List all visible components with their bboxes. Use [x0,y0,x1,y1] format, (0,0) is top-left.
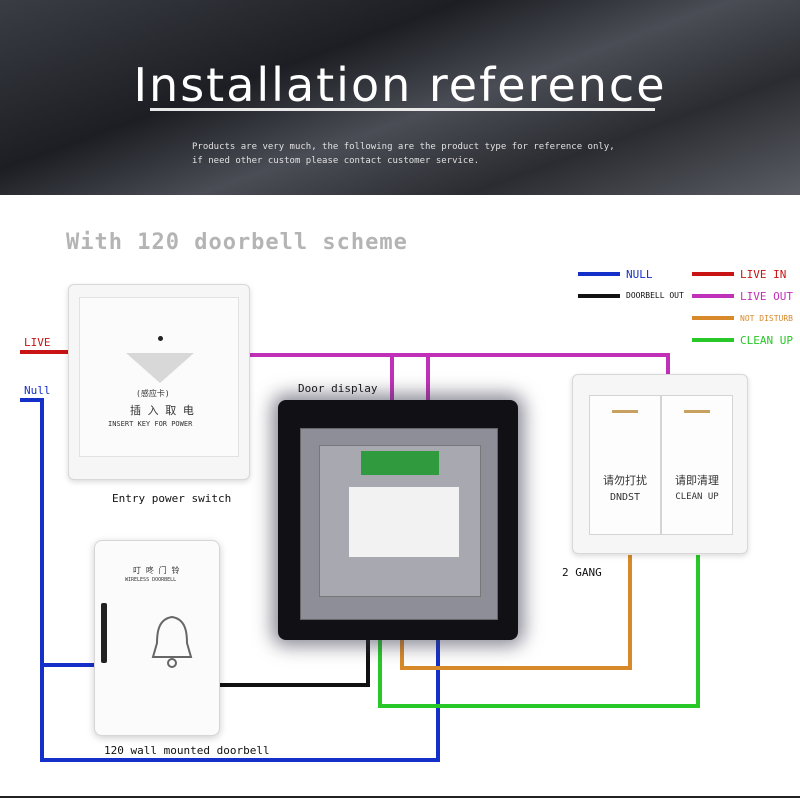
dnd-cn-label: 请勿打扰 [603,474,647,487]
two-gang-label: 2 GANG [562,566,602,579]
wire-null [20,398,440,762]
power-switch-face: (感应卡) 插 入 取 电 INSERT KEY FOR POWER [79,297,239,457]
clean-en-label: CLEAN UP [675,492,719,502]
door-display [300,428,498,620]
legend-null: NULL [626,268,653,281]
legend-live-in: LIVE IN [740,268,787,281]
wall-doorbell: 叮 咚 门 铃 WIRELESS DOORBELL [94,540,220,736]
entry-power-switch: (感应卡) 插 入 取 电 INSERT KEY FOR POWER [68,284,250,480]
title-underline [150,108,655,111]
doorbell-label: 120 wall mounted doorbell [104,744,270,757]
null-input-label: Null [24,384,51,397]
two-gang-switch: 请勿打扰 DNDST 请即清理 CLEAN UP [572,374,748,554]
live-input-label: LIVE [24,336,51,349]
card-arrow-icon [126,353,194,383]
dnd-en-label: DNDST [609,492,641,503]
doorbell-cn-label: 叮 咚 门 铃 [133,566,180,575]
legend-doorbell-out: DOORBELL OUT [626,291,684,300]
clean-cn-label: 请即清理 [675,474,719,487]
scheme-title: With 120 doorbell scheme [66,230,408,255]
card-cn-label: (感应卡) [136,389,170,398]
dnd-indicator [612,410,638,413]
wire-live-out-gang [250,353,670,378]
indicator-led [158,336,163,341]
legend-clean-up: CLEAN UP [740,334,793,347]
legend-live-out: LIVE OUT [740,290,793,303]
subtitle-line-2: if need other custom please contact cust… [192,156,480,166]
clean-indicator [684,410,710,413]
subtitle-line-1: Products are very much, the following ar… [192,142,615,152]
dnd-rocker-button: 请勿打扰 DNDST [589,395,661,535]
insert-en-label: INSERT KEY FOR POWER [108,420,193,428]
bell-icon [151,615,193,668]
insert-cn-label: 插 入 取 电 [130,404,194,417]
page-title: Installation reference [133,58,667,112]
power-switch-label: Entry power switch [112,492,232,505]
legend-not-disturb: NOT DISTURB [740,314,793,323]
doorbell-en-label: WIRELESS DOORBELL [125,577,177,583]
bottom-rule [0,796,800,798]
door-display-label: Door display [298,382,378,395]
wiring-sticker [349,487,459,557]
terminal-block [361,451,439,475]
header-banner: Installation reference Products are very… [0,0,800,195]
doorbell-side-slot [101,603,107,663]
clean-up-rocker-button: 请即清理 CLEAN UP [661,395,733,535]
